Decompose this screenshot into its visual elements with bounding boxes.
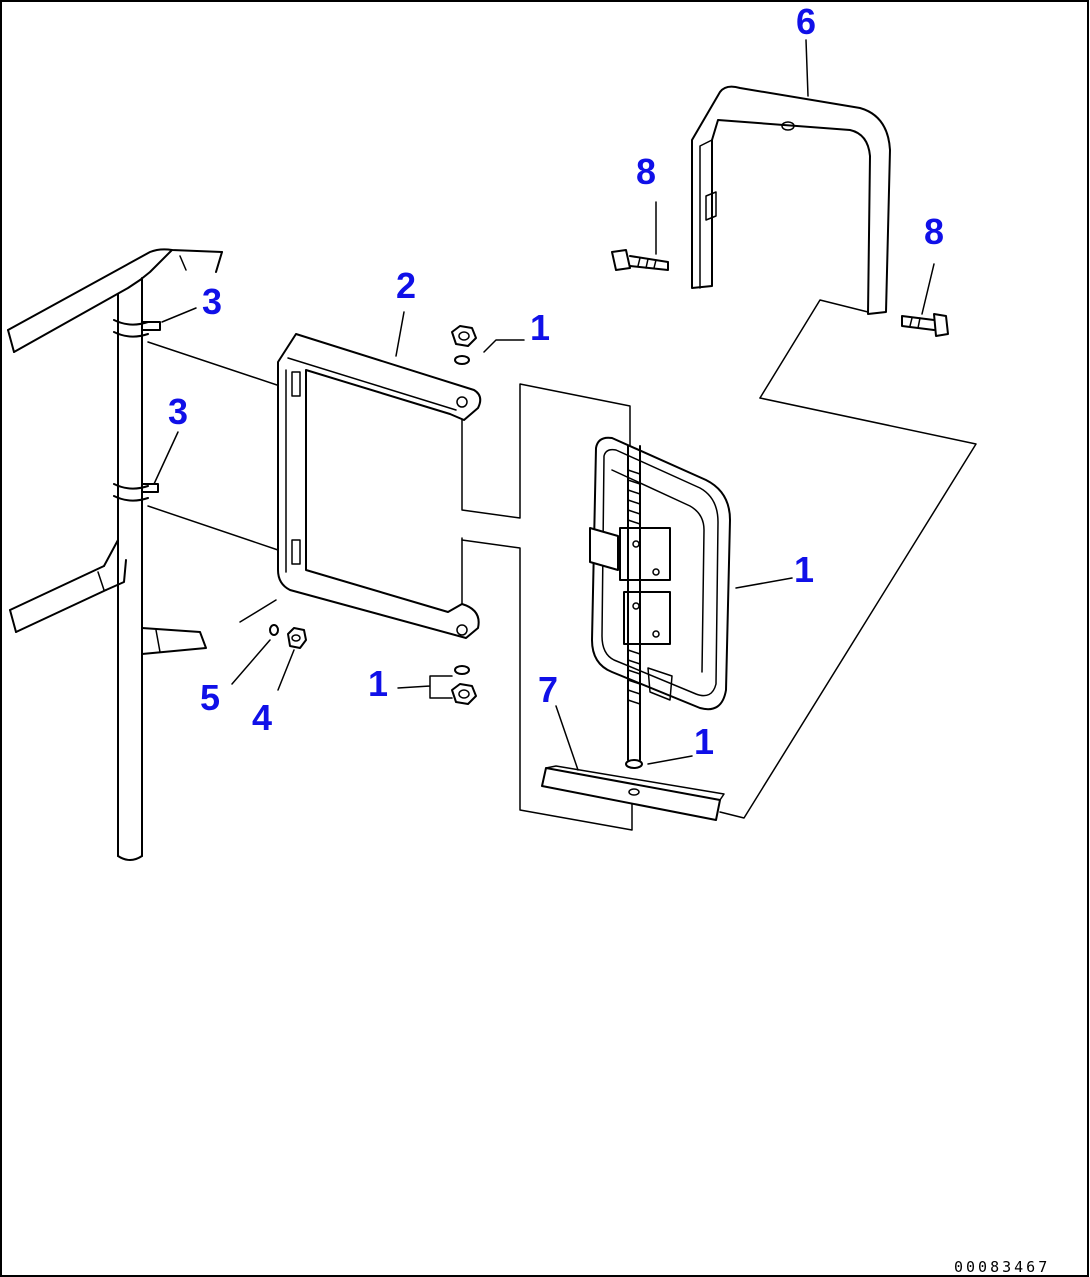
mirror-bracket <box>277 333 482 639</box>
callout-1-mirror: 1 <box>794 549 814 590</box>
callout-3-upper: 3 <box>202 281 222 322</box>
callout-5: 5 <box>200 677 220 718</box>
washer-5 <box>269 624 279 636</box>
bolt-8-left <box>611 249 669 271</box>
callout-8-left: 8 <box>636 151 656 192</box>
callout-2: 2 <box>396 265 416 306</box>
nut-4 <box>287 627 307 649</box>
assembly-guide-lines <box>147 299 977 831</box>
mirror-cover <box>691 85 891 315</box>
callout-4: 4 <box>252 697 272 738</box>
callout-3-lower: 3 <box>168 391 188 432</box>
callout-8-right: 8 <box>924 211 944 252</box>
callout-1-upper: 1 <box>530 307 550 348</box>
callout-1-lower: 1 <box>368 663 388 704</box>
nut-and-washer-upper <box>451 325 477 365</box>
callout-7: 7 <box>538 669 558 710</box>
callout-6: 6 <box>796 1 816 42</box>
callout-1-bar: 1 <box>694 721 714 762</box>
mounting-bar-7 <box>541 765 725 821</box>
handrail-assembly <box>7 248 223 861</box>
nut-and-washer-lower <box>451 665 477 705</box>
callout-labels: 6 8 8 2 3 1 3 1 1 7 5 4 1 <box>168 1 944 762</box>
callout-leaders <box>153 39 935 771</box>
rear-view-mirror <box>589 436 731 769</box>
document-number: 00083467 <box>954 1258 1050 1276</box>
bolt-8-right <box>901 313 949 337</box>
